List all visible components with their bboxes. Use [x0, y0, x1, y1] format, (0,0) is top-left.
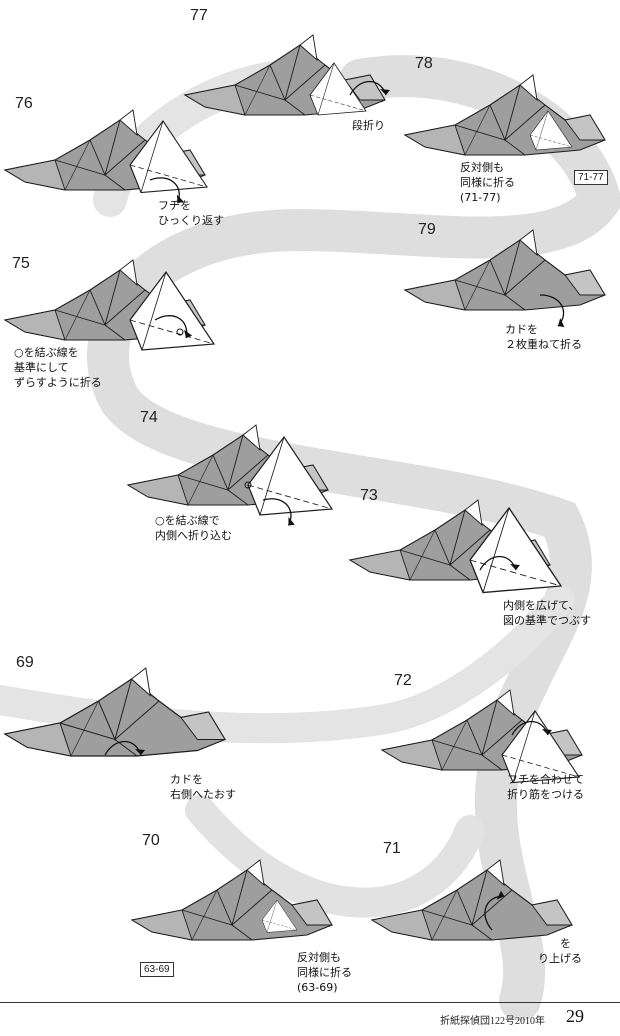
step-74-figure — [127, 424, 333, 529]
caption-line: 図の基準でつぶす — [503, 614, 591, 627]
step-number-71: 71 — [383, 840, 401, 857]
caption-line: 反対側も — [460, 161, 504, 174]
caption-line: フチを — [158, 199, 191, 212]
caption-line: り上げる — [538, 952, 582, 965]
step-75-caption: ○を結ぶ線を 基準にして ずらすように折る — [14, 345, 102, 390]
step-71-caption: を り上げる — [538, 936, 582, 966]
step-74-caption: ○を結ぶ線で 内側へ折り込む — [155, 513, 232, 543]
step-number-73: 73 — [360, 487, 378, 504]
caption-line: 同様に折る — [297, 966, 352, 979]
caption-line: カドを — [170, 773, 203, 786]
step-number-74: 74 — [140, 409, 158, 426]
step-76-caption: フチを ひっくり返す — [158, 198, 224, 228]
caption-line: 右側へたおす — [170, 788, 236, 801]
step-number-76: 76 — [15, 95, 33, 112]
step-79-caption: カドを ２枚重ねて折る — [505, 322, 582, 352]
step-number-72: 72 — [394, 672, 412, 689]
caption-line: (71-77) — [460, 191, 501, 204]
caption-line: 段折り — [352, 119, 385, 132]
caption-line: (63-69) — [297, 981, 338, 994]
caption-line: 同様に折る — [460, 176, 515, 189]
step-number-78: 78 — [415, 55, 433, 72]
step-70-caption: 反対側も 同様に折る (63-69) — [297, 950, 352, 995]
step-73-caption: 内側を広げて、 図の基準でつぶす — [503, 598, 591, 628]
publication-footer: 折紙探偵団122号2010年 — [440, 1016, 545, 1027]
footer-rule — [0, 1002, 620, 1003]
caption-line: 反対側も — [297, 951, 341, 964]
caption-line: ひっくり返す — [158, 214, 224, 227]
step-number-69: 69 — [16, 654, 34, 671]
caption-line: を — [560, 937, 571, 950]
caption-line: ○を結ぶ線を — [14, 346, 79, 359]
step-78-caption: 反対側も 同様に折る (71-77) — [460, 160, 515, 205]
step-number-79: 79 — [418, 221, 436, 238]
step-69-caption: カドを 右側へたおす — [170, 772, 236, 802]
step-number-70: 70 — [142, 832, 160, 849]
caption-line: ずらすように折る — [14, 376, 102, 389]
step-70-reference: 63-69 — [140, 962, 174, 977]
caption-line: カドを — [505, 323, 538, 336]
step-number-75: 75 — [12, 255, 30, 272]
caption-line: ○を結ぶ線で — [155, 514, 220, 527]
step-number-77: 77 — [190, 7, 208, 24]
step-75-figure — [4, 259, 215, 351]
caption-line: 内側を広げて、 — [503, 599, 580, 612]
swirl-band-4 — [185, 795, 485, 918]
caption-line: 内側へ折り込む — [155, 529, 232, 542]
caption-line: 折り筋をつける — [507, 788, 584, 801]
caption-line: ２枚重ねて折る — [505, 338, 582, 351]
caption-line: 基準にして — [14, 361, 69, 374]
caption-line: フチを合わせて — [507, 773, 584, 786]
step-78-reference: 71-77 — [574, 170, 608, 185]
step-77-caption: 段折り — [352, 118, 385, 133]
page-number: 29 — [566, 1006, 584, 1026]
step-72-caption: フチを合わせて 折り筋をつける — [507, 772, 584, 802]
